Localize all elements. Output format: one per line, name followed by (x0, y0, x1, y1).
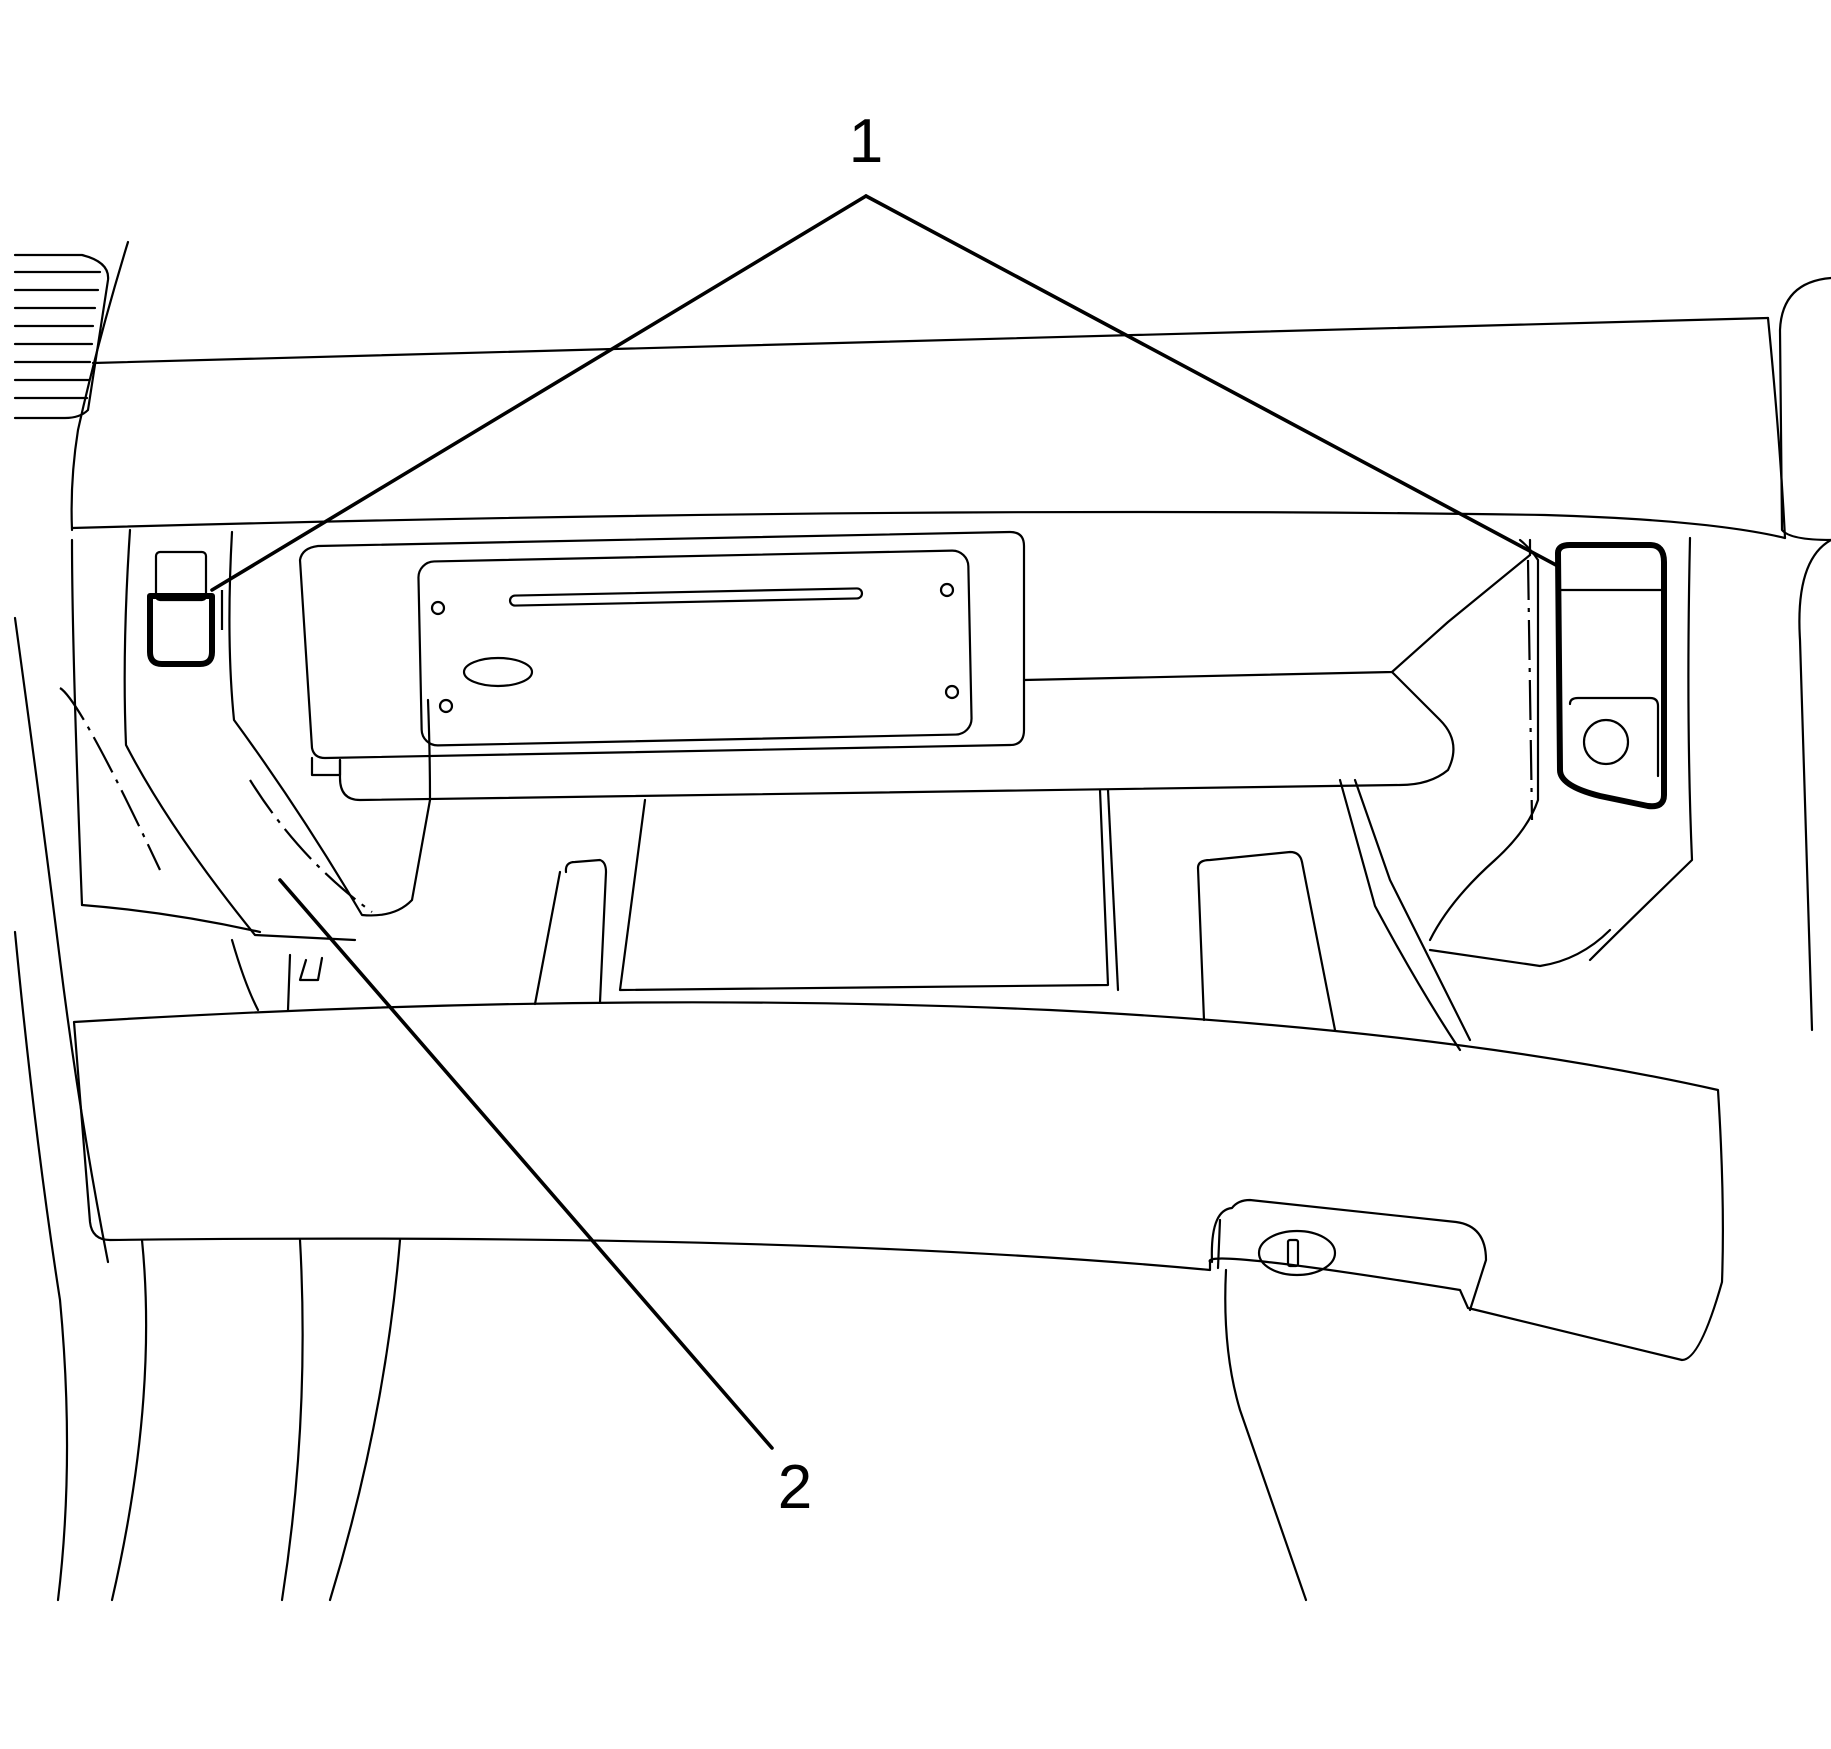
callout-label-2: 2 (778, 1453, 812, 1522)
radio-unit (298, 530, 1026, 777)
callout-2-leader (278, 878, 774, 1450)
lower-structure (110, 1238, 1308, 1602)
glove-box-opening (338, 536, 1694, 968)
left-side-panel (13, 528, 432, 1602)
callout-1-leaders (210, 194, 1558, 592)
glove-box-door (72, 1001, 1724, 1362)
callout-label-1: 1 (849, 107, 883, 176)
left-air-vent (13, 240, 130, 532)
left-glove-box-stop (147, 550, 224, 667)
glove-box-cavity (533, 778, 1472, 1052)
right-glove-box-stop (1555, 542, 1667, 810)
upper-dashboard-panel (70, 276, 1831, 1032)
